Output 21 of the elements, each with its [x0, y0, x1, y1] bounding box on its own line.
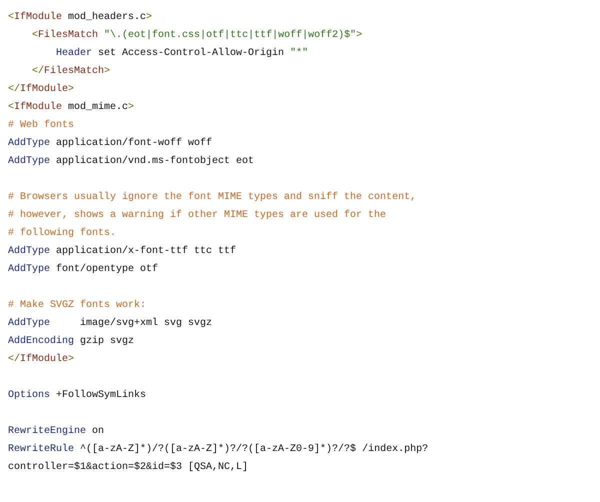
code-line: </IfModule> — [8, 352, 76, 367]
code-line: AddType application/vnd.ms-fontobject eot — [8, 154, 256, 169]
code-line: AddType image/svg+xml svg svgz — [8, 316, 214, 331]
code-line: # following fonts. — [8, 226, 118, 241]
code-line: RewriteEngine on — [8, 424, 106, 439]
code-line: AddEncoding gzip svgz — [8, 334, 136, 349]
code-line: AddType font/opentype otf — [8, 262, 160, 277]
code-line: </IfModule> — [8, 82, 76, 97]
code-line: # Make SVGZ fonts work: — [8, 298, 148, 313]
code-line: RewriteRule ^([a-zA-Z]*)/?([a-zA-Z]*)?/?([a-zA-Z0-9]*)?/?$ /index.php?controller=$1&action=$2&id=$3 [QSA,NC,L] — [8, 442, 428, 475]
code-line: </FilesMatch> — [32, 64, 112, 79]
code-line: # Web fonts — [8, 118, 76, 133]
code-line: <IfModule mod_mime.c> — [8, 100, 136, 115]
code-line: AddType application/font-woff woff — [8, 136, 214, 151]
code-line: <FilesMatch "\.(eot|font.css|otf|ttc|ttf|woff|woff2)$"> — [32, 28, 364, 43]
code-line: Header set Access-Control-Allow-Origin "*" — [56, 46, 310, 61]
code-line: # however, shows a warning if other MIME types are used for the — [8, 208, 388, 223]
code-line: <IfModule mod_headers.c> — [8, 10, 154, 25]
code-line: AddType application/x-font-ttf ttc ttf — [8, 244, 238, 259]
code-line: Options +FollowSymLinks — [8, 388, 148, 403]
code-line: # Browsers usually ignore the font MIME types and sniff the content, — [8, 190, 418, 205]
